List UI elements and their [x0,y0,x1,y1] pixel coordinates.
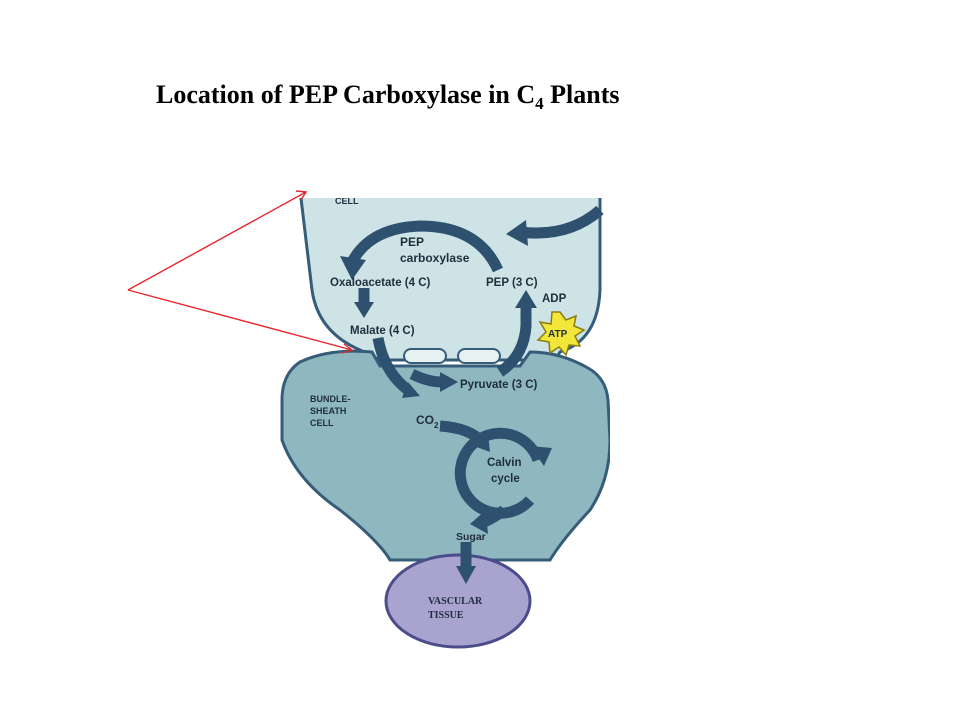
slide-title: Location of PEP Carboxylase in C4 Plants [156,80,620,113]
atp-label: ATP [548,329,568,340]
malate-transport-arrow [372,336,412,395]
oxaloacetate-label: Oxaloacetate (4 C) [330,277,431,289]
calvin-label-line2: cycle [491,473,520,485]
malate-to-pyruvate-arrow [409,369,443,388]
title-main: Location of PEP Carboxylase in C [156,80,536,109]
enzyme-label-line1: PEP [400,235,424,249]
arrow-head [506,220,528,246]
title-suffix: Plants [543,80,620,109]
bundle-sheath-label-line1: BUNDLE- [310,394,351,404]
pointer-line-lower [127,289,353,351]
arrow-head [402,382,420,398]
mesophyll-cell-label: CELL [335,196,359,206]
pointer-line-upper [127,191,307,291]
enzyme-label-line2: carboxylase [400,251,470,265]
calvin-label-line1: Calvin [487,457,522,469]
arrow-head [340,256,366,280]
arrow-head [456,566,476,584]
adp-label: ADP [542,293,567,305]
pyruvate-to-pep-arrow [496,306,532,377]
pep-label: PEP (3 C) [486,277,538,289]
arrow-head [440,372,458,392]
arrow-head [470,510,488,534]
co2-label: CO2 [416,413,439,430]
pointer-arrowhead-lower [341,343,354,354]
plasmodesma [403,348,447,364]
malate-label: Malate (4 C) [350,325,415,337]
atp-starburst [536,311,586,357]
vascular-label-line2: TISSUE [428,610,464,621]
co2-subscript: 2 [434,421,439,430]
pyruvate-label: Pyruvate (3 C) [460,379,538,391]
sugar-label: Sugar [456,531,486,543]
incoming-co2-arrow [519,205,604,239]
bundle-sheath-label-line3: CELL [310,418,334,428]
vascular-tissue [384,553,532,649]
arrow-head [530,446,552,466]
bundle-sheath-label-line2: SHEATH [310,406,346,416]
pointer-arrowhead-upper [295,190,308,201]
arrow-head [515,290,537,308]
pep-carboxylase-arrow [347,220,504,273]
co2-text: CO [416,413,434,427]
plasmodesma [457,348,501,364]
title-subscript: 4 [535,94,544,113]
vascular-label-line1: VASCULAR [428,596,483,607]
arrow-head [354,302,374,318]
